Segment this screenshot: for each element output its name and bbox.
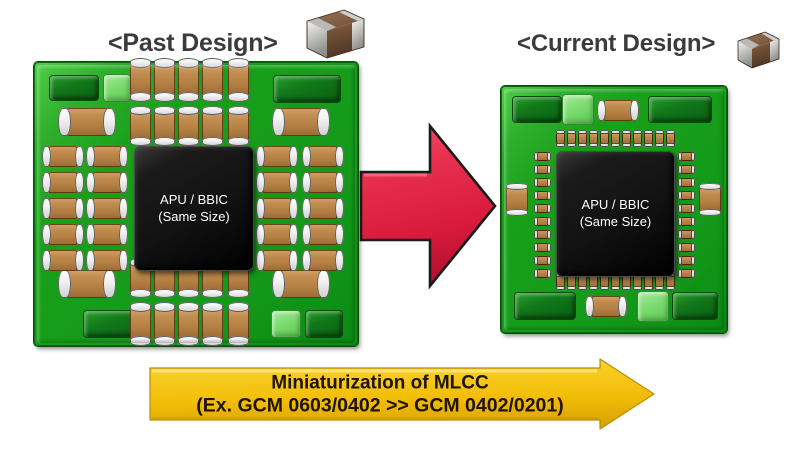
capacitor-tiny [678, 178, 695, 187]
pad-connector [563, 95, 593, 124]
chip-label-line2: (Same Size) [579, 214, 652, 229]
capacitor-tiny [534, 191, 551, 200]
past-design-pcb: APU / BBIC (Same Size) [34, 58, 358, 346]
pad-connector [649, 97, 711, 122]
current-design-pcb: APU / BBIC (Same Size) [501, 86, 727, 333]
pad-connector [274, 76, 340, 102]
capacitor [228, 106, 249, 146]
mlcc-photo-small [729, 28, 781, 72]
capacitor-tiny [534, 269, 551, 278]
capacitor-tiny [678, 191, 695, 200]
capacitor [256, 250, 298, 271]
capacitor [202, 106, 223, 146]
past-design-title: <Past Design> [108, 29, 278, 57]
chip-label-line1: APU / BBIC [581, 197, 650, 213]
capacitor-tiny [556, 130, 565, 147]
capacitor [178, 58, 199, 102]
capacitor [202, 302, 223, 346]
capacitor [506, 183, 528, 216]
capacitor-tiny [578, 130, 587, 147]
capacitor-tiny [534, 204, 551, 213]
capacitor-tiny [678, 217, 695, 226]
capacitor [585, 296, 627, 317]
capacitor [256, 146, 298, 167]
capacitor [130, 106, 151, 146]
capacitor [154, 106, 175, 146]
capacitor-tiny [678, 269, 695, 278]
capacitor [256, 224, 298, 245]
capacitor-tiny [534, 178, 551, 187]
capacitor [58, 108, 116, 136]
capacitor [202, 58, 223, 102]
capacitor [256, 198, 298, 219]
capacitor-tiny [622, 130, 631, 147]
capacitor [154, 58, 175, 102]
capacitor-tiny [567, 130, 576, 147]
chip-label-line1: APU / BBIC [160, 191, 228, 207]
capacitor [130, 58, 151, 102]
current-design-title: <Current Design> [517, 30, 716, 57]
capacitor [154, 302, 175, 346]
capacitor [302, 250, 344, 271]
capacitor [178, 106, 199, 146]
capacitor-tiny [534, 217, 551, 226]
capacitor [302, 146, 344, 167]
miniaturization-banner: Miniaturization of MLCC (Ex. GCM 0603/04… [148, 357, 656, 432]
capacitor [302, 172, 344, 193]
capacitor [42, 224, 84, 245]
capacitor [42, 172, 84, 193]
capacitor [58, 270, 116, 298]
capacitor [42, 250, 84, 271]
capacitor [42, 146, 84, 167]
capacitor-tiny [655, 130, 664, 147]
capacitor [130, 302, 151, 346]
capacitor-tiny [534, 152, 551, 161]
capacitor [302, 224, 344, 245]
capacitor-tiny [611, 130, 620, 147]
capacitor-tiny [633, 130, 642, 147]
pad-connector [673, 293, 717, 319]
pad-connector [50, 76, 98, 100]
capacitor [272, 270, 330, 298]
pad-connector [306, 311, 342, 337]
capacitor-tiny [534, 165, 551, 174]
capacitor-tiny [678, 204, 695, 213]
capacitor-tiny [678, 230, 695, 239]
capacitor [272, 108, 330, 136]
capacitor [86, 172, 128, 193]
capacitor [42, 198, 84, 219]
capacitor-tiny [678, 243, 695, 252]
capacitor [86, 146, 128, 167]
transition-arrow [358, 120, 498, 292]
mlcc-photo-large [294, 5, 366, 63]
capacitor-tiny [644, 130, 653, 147]
capacitor [228, 58, 249, 102]
capacitor-tiny [534, 230, 551, 239]
capacitor-tiny [534, 243, 551, 252]
capacitor [86, 224, 128, 245]
capacitor [228, 302, 249, 346]
capacitor-tiny [678, 165, 695, 174]
capacitor [256, 172, 298, 193]
capacitor-tiny [534, 256, 551, 265]
capacitor-tiny [678, 152, 695, 161]
capacitor-tiny [678, 256, 695, 265]
capacitor [597, 100, 639, 121]
capacitor [699, 183, 721, 216]
capacitor [302, 198, 344, 219]
past-design-chip: APU / BBIC (Same Size) [134, 146, 254, 271]
pad-connector [272, 311, 300, 337]
capacitor-tiny [589, 130, 598, 147]
current-design-chip: APU / BBIC (Same Size) [556, 151, 675, 277]
capacitor-tiny [600, 130, 609, 147]
chip-label-line2: (Same Size) [158, 208, 230, 224]
capacitor [178, 302, 199, 346]
pad-connector [515, 293, 575, 319]
capacitor-tiny [666, 130, 675, 147]
capacitor [86, 250, 128, 271]
pad-connector [104, 75, 130, 101]
pad-connector [513, 97, 561, 122]
pad-connector [638, 292, 668, 321]
capacitor [86, 198, 128, 219]
